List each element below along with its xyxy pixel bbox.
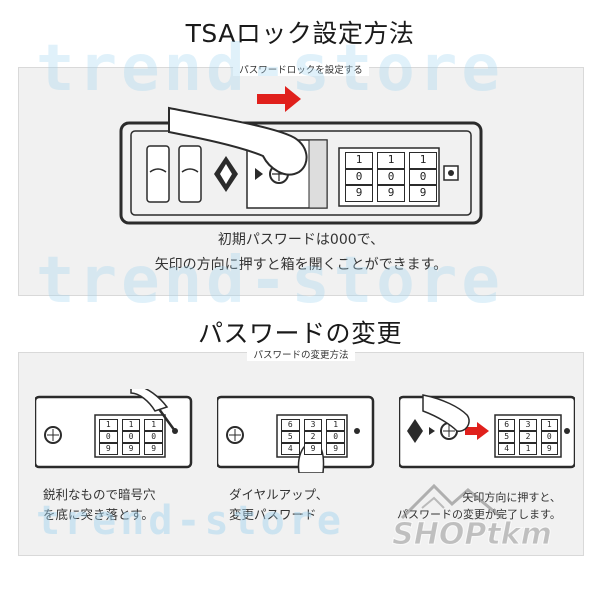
caption-line: 初期パスワードは000で、 <box>217 232 385 248</box>
tsa-diamond-icon <box>407 419 423 443</box>
page-title: TSAロック設定方法 <box>185 19 415 48</box>
needle-icon <box>130 389 177 432</box>
dial-digit: 5 <box>281 431 300 443</box>
dial-digit: 9 <box>540 443 558 455</box>
dial-digit: 1 <box>519 443 537 455</box>
dial-digit: 9 <box>377 185 405 202</box>
dial-digit: 3 <box>519 419 537 431</box>
dial-digit: 0 <box>99 431 118 443</box>
caption-line: 矢印の方向に押すと箱を開くことができます。 <box>154 257 448 273</box>
dial-digit: 2 <box>519 431 537 443</box>
panel-label: パスワードロックを設定する <box>19 62 583 76</box>
dial-digit: 9 <box>345 185 373 202</box>
dial-digit: 4 <box>498 443 516 455</box>
finger-icon <box>168 106 308 176</box>
dial-digit: 3 <box>303 419 323 431</box>
panel-label: パスワードの変更方法 <box>19 347 583 361</box>
dial-digit: 9 <box>99 443 118 455</box>
finger-icon <box>422 394 470 432</box>
dial-digit: 0 <box>377 168 405 186</box>
dial-digit: 4 <box>281 443 300 455</box>
set-caption: 初期パスワードは000で、 矢印の方向に押すと箱を開くことができます。 <box>19 228 583 278</box>
dial-digit: 0 <box>144 431 163 443</box>
dial-digit: 9 <box>326 443 345 455</box>
tsa-lock-illustration <box>119 86 483 225</box>
dial-digit: 1 <box>326 419 345 431</box>
step-1-caption: 鋭利なもので暗号穴 を底に突き落とす。 <box>43 487 156 522</box>
dial-digit: 6 <box>498 419 516 431</box>
dial-digit: 1 <box>144 419 163 431</box>
dial-digit: 1 <box>99 419 118 431</box>
dial-digit: 9 <box>409 185 437 202</box>
dial-digit: 1 <box>121 419 141 431</box>
dial-digit: 0 <box>326 431 345 443</box>
arrow-right-icon <box>257 86 301 112</box>
arrow-right-icon <box>465 422 489 440</box>
dial-digit: 9 <box>144 443 163 455</box>
dial-digit: 6 <box>281 419 300 431</box>
dial-digit: 9 <box>303 443 323 455</box>
step-3-caption: 矢印方向に押すと、 パスワードの変更が完了します。 <box>397 491 561 521</box>
dial-digit: 5 <box>498 431 516 443</box>
dial-digit: 1 <box>377 152 405 169</box>
dial-digit: 1 <box>345 152 373 169</box>
step-2-caption: ダイヤルアップ、 変更パスワード <box>229 487 329 522</box>
dial-digit: 1 <box>540 419 558 431</box>
dial-digit: 1 <box>409 152 437 169</box>
tsa-diamond-icon <box>214 156 238 192</box>
dial-digit: 0 <box>540 431 558 443</box>
section-title: パスワードの変更 <box>197 319 402 348</box>
set-password-panel: パスワードロックを設定する <box>18 65 584 296</box>
dial-digit: 0 <box>345 168 373 186</box>
dial-digit: 0 <box>121 431 141 443</box>
dial-digit: 2 <box>303 431 323 443</box>
dial-digit: 9 <box>121 443 141 455</box>
dial-digit: 0 <box>409 168 437 186</box>
